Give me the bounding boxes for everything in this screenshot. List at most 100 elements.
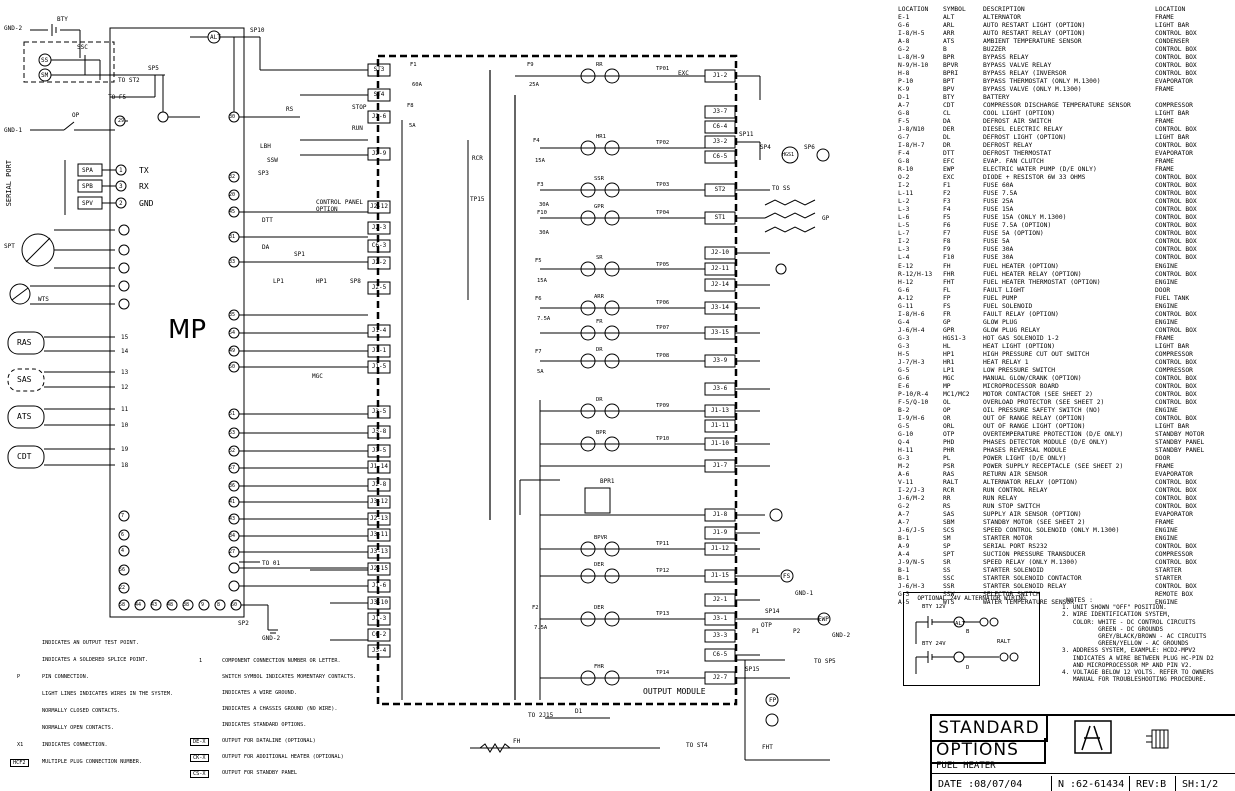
module-plug-left: J2-9 [371, 150, 387, 157]
test-point-label: TP05 [656, 262, 670, 268]
symbol-key-item: NORMALLY OPEN CONTACTS. [42, 725, 114, 731]
legend-cell: CDT [943, 102, 955, 110]
fuse-label: F2 [532, 605, 539, 611]
legend-cell: GP [943, 318, 951, 326]
legend-cell: GLOW PLUG [983, 318, 1018, 326]
mgc-label: MGC [312, 373, 323, 380]
pin-11: 11 [121, 406, 129, 413]
legend-cell: FL [943, 286, 951, 294]
legend-cell: HP1 [943, 350, 955, 358]
serial-tx: TX [139, 166, 149, 175]
legend-cell: LIGHT BAR [1155, 134, 1190, 142]
legend-cell: E-12 [898, 262, 914, 270]
legend-cell: G-6 [898, 286, 910, 294]
mp-board [109, 27, 245, 618]
test-point-label: TP12 [656, 568, 670, 574]
legend-cell: CONTROL BOX [1155, 174, 1197, 182]
legend-cell: LIGHT BAR [1155, 422, 1190, 430]
legend-cell: ENGINE [1155, 318, 1178, 326]
symbol-key-tag: P [17, 674, 21, 680]
legend-cell: F7 [943, 230, 951, 238]
module-plug-left: J3-13 [369, 548, 389, 555]
note-2: 2. WIRE IDENTIFICATION SYSTEM, COLOR: WH… [1062, 611, 1207, 648]
legend-cell: FUEL HEATER RELAY (OPTION) [983, 270, 1082, 278]
module-plug-left: J3-5 [371, 408, 387, 415]
legend-cell [1155, 94, 1234, 102]
legend-cell: BPR [943, 54, 955, 62]
legend-cell: P-10 [898, 78, 914, 86]
title-standard: STANDARD [932, 716, 1048, 742]
legend-cell: RR [943, 494, 951, 502]
legend-cell: PSR [943, 462, 955, 470]
legend-cell: J-6/M-2 [898, 494, 925, 502]
lbh-label: LBH [260, 143, 271, 150]
mp-pin-30: 30 [229, 114, 236, 120]
schematic-diagram [7, 24, 831, 761]
legend-cell: PL [943, 454, 951, 462]
legend-cell: STANDBY PANEL [1155, 438, 1205, 446]
unit-icon [1146, 729, 1169, 749]
test-point-label: TP07 [656, 325, 670, 331]
symbol-key-item: SWITCH SYMBOL INDICATES MOMENTARY CONTAC… [222, 674, 357, 680]
title-sheet: SH:1/2 [1182, 779, 1219, 790]
mp-pin-31: 31 [229, 234, 236, 240]
mp-pin-36: 36 [229, 483, 236, 489]
test-point-label: TP04 [656, 210, 670, 216]
legend-cell: CONTROL BOX [1155, 478, 1197, 486]
legend-cell: RALT [943, 478, 959, 486]
module-plug-right: J3-2 [712, 138, 728, 145]
legend-cell: G-8 [898, 110, 910, 118]
legend-cell: CONTROL BOX [1155, 358, 1197, 366]
legend-cell: DTT [943, 150, 955, 158]
legend-cell: HIGH PRESSURE CUT OUT SWITCH [983, 350, 1090, 358]
legend-cell: FUEL TANK [1155, 294, 1190, 302]
symbol-key-item: INDICATES STANDARD OPTIONS. [222, 722, 307, 728]
alt-box-ralt: RALT [997, 639, 1011, 645]
output-module-label: OUTPUT MODULE [643, 687, 706, 696]
legend-cell: L-5 [898, 222, 910, 230]
legend-cell: CONTROL BOX [1155, 230, 1197, 238]
fuse-label: F8 [407, 103, 414, 109]
notes-title: NOTES : [1066, 596, 1093, 604]
legend-cell: STARTER [1155, 575, 1182, 583]
legend-cell: L-3 [898, 206, 910, 214]
pin-14: 14 [121, 348, 129, 355]
pin-12: 12 [121, 384, 129, 391]
legend-cell: ATS [943, 38, 955, 46]
module-plug-right: J1-15 [710, 572, 730, 579]
fuse-value: 25A [529, 82, 539, 88]
fuse-label: F7 [535, 349, 542, 355]
legend-cell: SBM [943, 519, 955, 526]
test-point-label: TP08 [656, 353, 670, 359]
legend-cell: EWP [943, 166, 955, 174]
legend-cell: RUN RELAY [983, 494, 1018, 502]
symbol-key-tag: CS-X [190, 770, 209, 778]
module-plug-left: ST4 [373, 91, 385, 98]
fuse-value: 5A [537, 369, 544, 375]
module-plug-left: J1-3 [371, 615, 387, 622]
legend-header-location2: LOCATION [1155, 6, 1186, 13]
to-ss-label: TO SS [772, 185, 791, 192]
module-plug-left: J3-11 [369, 531, 389, 538]
legend-cell: CONTROL BOX [1155, 543, 1197, 551]
pin-10: 10 [121, 422, 129, 429]
legend-cell: FH [943, 262, 951, 270]
mp-pin-52: 52 [229, 448, 236, 454]
legend-cell: CONTROL BOX [1155, 382, 1197, 390]
legend-cell: G-11 [898, 302, 914, 310]
legend-cell: N-9/H-10 [898, 62, 929, 70]
serial-gnd: GND [139, 199, 154, 208]
legend-cell: CONTROL BOX [1155, 398, 1197, 406]
sensor-ras: RAS [17, 338, 32, 347]
fht-label: FHT [762, 744, 773, 751]
legend-cell: CONTROL BOX [1155, 374, 1197, 382]
